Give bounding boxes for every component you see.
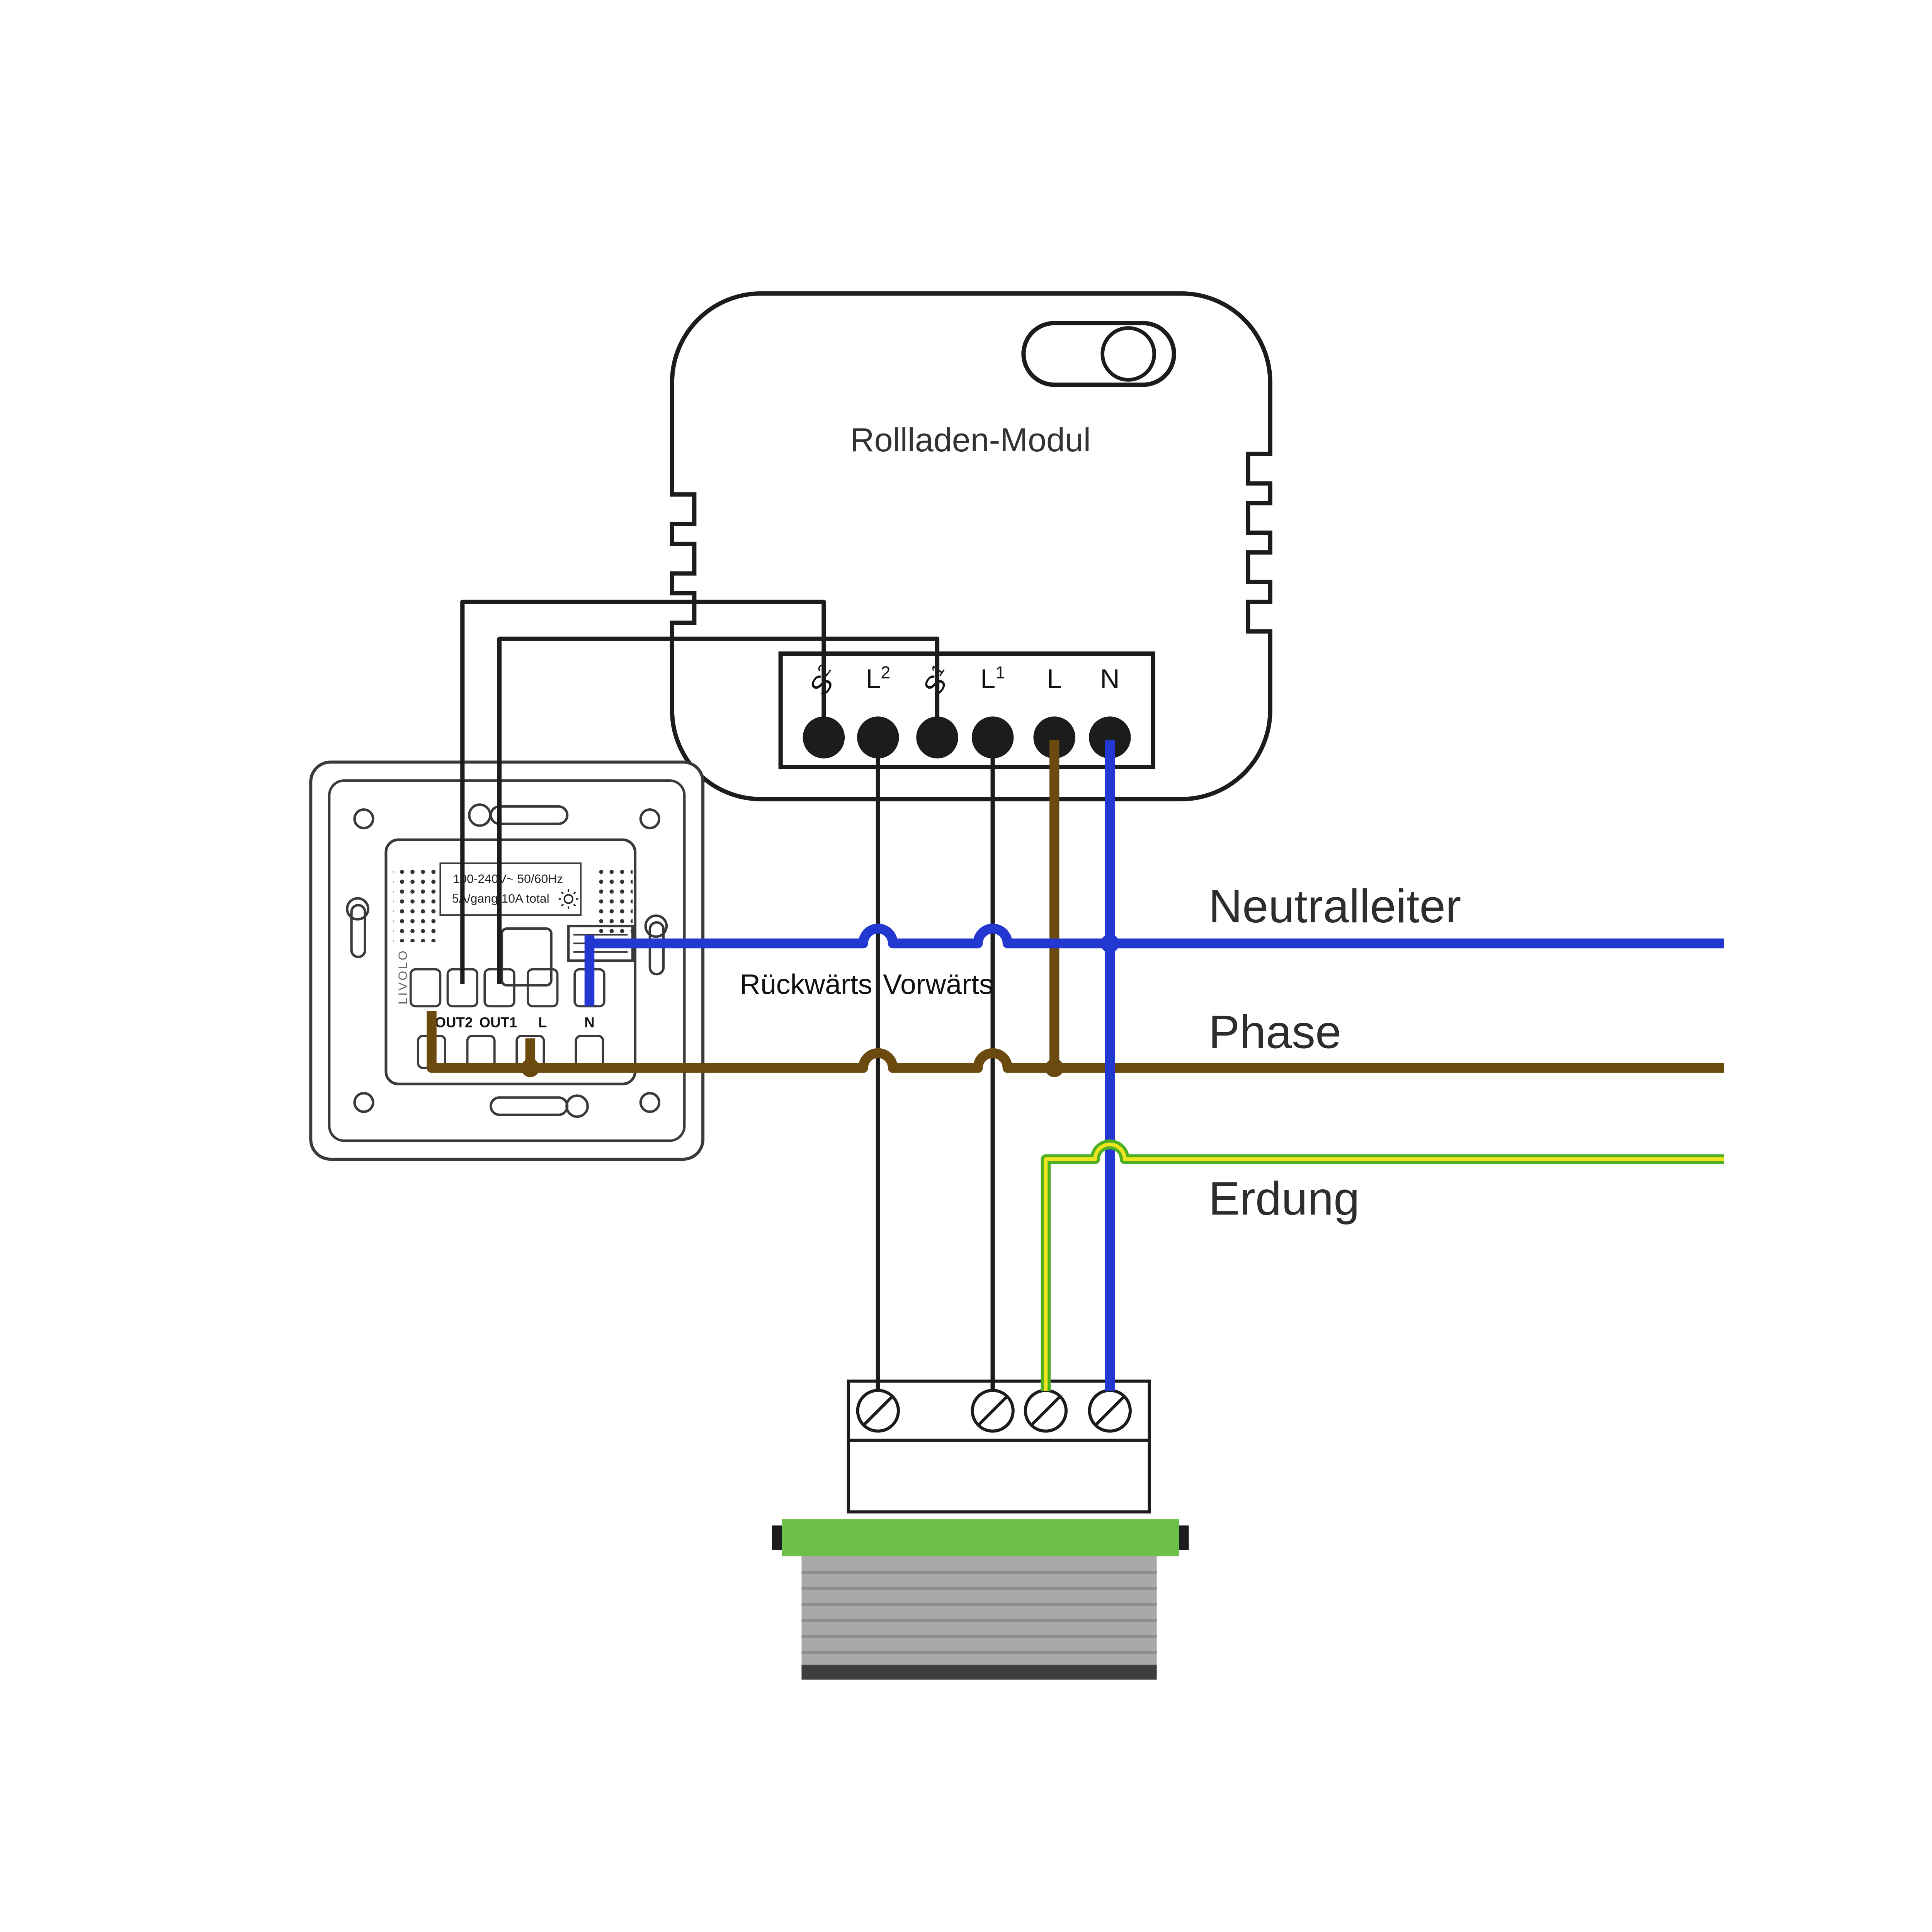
- terminal-label-out2: OUT2: [435, 1014, 473, 1030]
- switch-wire-s1: [497, 636, 940, 984]
- phase-junction-dot: [1045, 1058, 1064, 1077]
- screw-slot: [978, 1396, 1008, 1425]
- earth-label: Erdung: [1209, 1172, 1360, 1225]
- screw-slot: [863, 1396, 893, 1425]
- terminal-label-l1: L1: [980, 663, 1005, 694]
- keyhole-left: [350, 904, 366, 958]
- rating-line-1: 100-240V~ 50/60Hz: [453, 872, 563, 886]
- neutral-label: Neutralleiter: [1209, 880, 1461, 932]
- screw-hole: [639, 1092, 661, 1113]
- terminal-l2: [857, 716, 899, 759]
- speaker-dot-grid-right: [599, 866, 633, 942]
- sun-icon: [558, 889, 578, 909]
- speaker-dot-grid-left: [393, 866, 438, 942]
- clamp: [409, 968, 442, 1008]
- forward-label: Vorwärts: [883, 968, 993, 1000]
- module-title: Rollladen-Modul: [850, 422, 1091, 459]
- screw-hole: [353, 808, 374, 830]
- terminal-l1: [971, 716, 1014, 759]
- shutter-module: Rollladen-Modul S2 L2 S1 L1 L N: [670, 291, 1272, 801]
- module-terminal-block: [778, 651, 1155, 769]
- keyhole-right-hole: [644, 914, 668, 938]
- backward-label: Rückwärts: [740, 968, 872, 1000]
- clamp-l: [527, 968, 559, 1008]
- keyhole-left-hole: [346, 897, 369, 921]
- roller-top-rail: [782, 1519, 1179, 1556]
- module-clip-slot: [1021, 321, 1176, 387]
- phase-junction-dot: [521, 1058, 540, 1077]
- roller-shutter: [772, 1519, 1189, 1680]
- phase-label: Phase: [1209, 1006, 1342, 1058]
- shutter-motor: [847, 1379, 1151, 1514]
- mounting-hole-top: [468, 803, 492, 827]
- terminal-label-sw-n: N: [584, 1014, 595, 1030]
- brand-label: LIVOLO: [396, 949, 410, 1005]
- terminal-label-l: L: [1047, 663, 1062, 694]
- relay-box: [500, 927, 553, 987]
- terminal-n: [1089, 716, 1131, 759]
- rating-plate: [439, 862, 582, 916]
- terminal-label-out1: OUT1: [479, 1014, 517, 1030]
- screw-slot: [1095, 1396, 1125, 1425]
- shutter-slat-lines: [801, 1571, 1157, 1654]
- shutter-bottom-bar: [801, 1665, 1157, 1680]
- screw-hole: [639, 808, 661, 830]
- earth-wire-yellow-stripe: [1044, 1142, 1724, 1391]
- switch-wire-s2: [460, 599, 826, 984]
- screw-hole: [353, 1092, 374, 1113]
- terminal-label-sw-l: L: [538, 1014, 547, 1030]
- neutral-wire: [584, 740, 1724, 1391]
- screw-slot: [1031, 1396, 1061, 1425]
- mounting-hole-bottom: [565, 1094, 589, 1118]
- module-clip-hole: [1100, 326, 1156, 382]
- terminal-label-n: N: [1100, 663, 1120, 694]
- neutral-junction-dot: [1100, 934, 1119, 953]
- motor-housing: [847, 1439, 1151, 1514]
- wall-switch: 100-240V~ 50/60Hz 5A/gang 10A total LIVO…: [309, 760, 705, 1161]
- earth-wire: [1041, 1139, 1724, 1391]
- terminal-label-l2: L2: [866, 663, 890, 694]
- wires: [427, 599, 1724, 1391]
- terminal-l: [1033, 716, 1075, 759]
